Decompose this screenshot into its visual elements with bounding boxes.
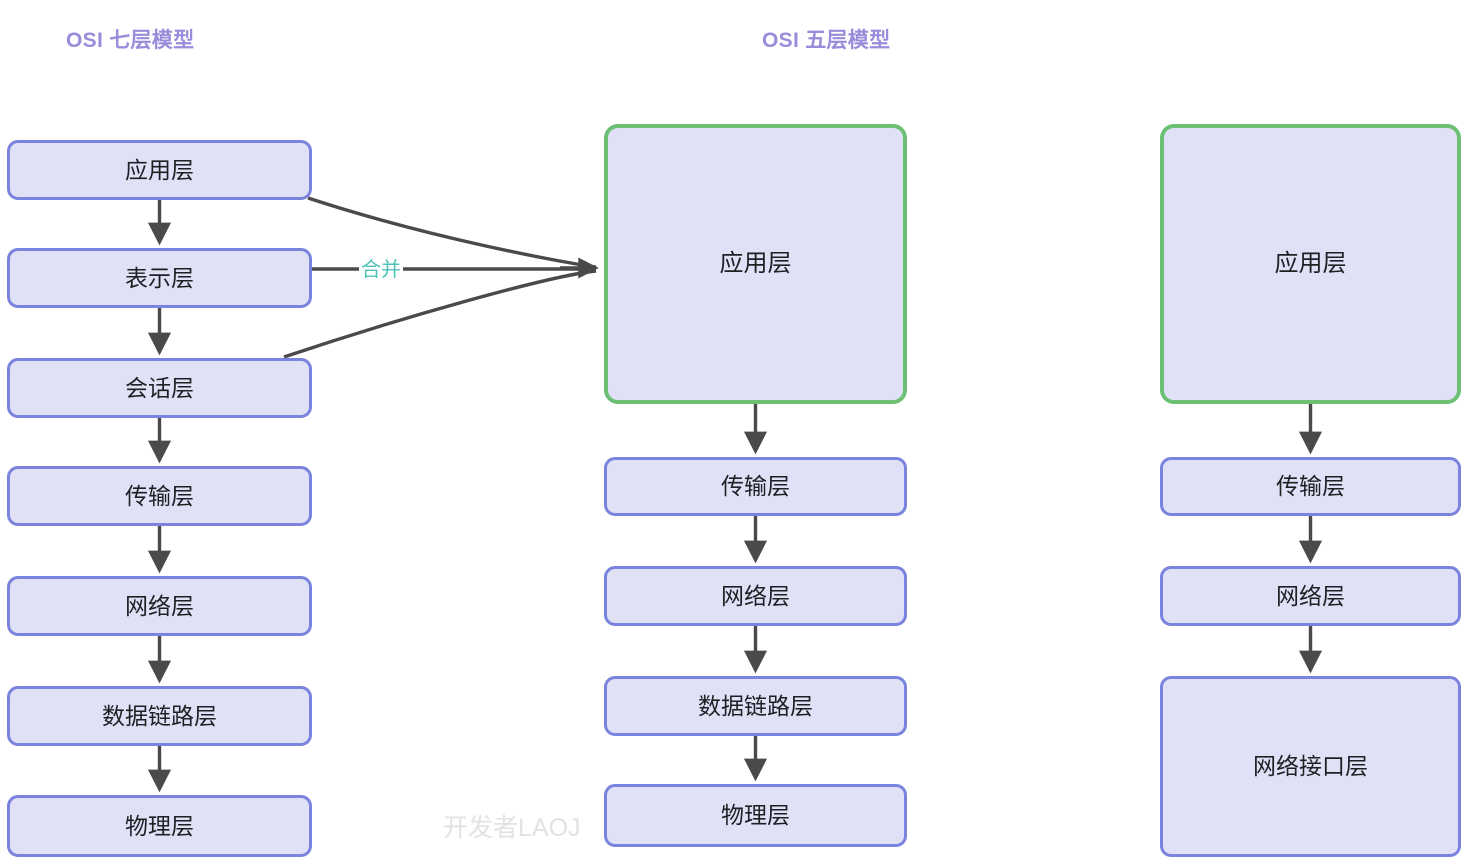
layer-label: 物理层 bbox=[721, 802, 790, 828]
merge-edge-session bbox=[283, 269, 597, 359]
layer-label: 网络层 bbox=[125, 592, 194, 619]
layer-label: 传输层 bbox=[1276, 473, 1345, 499]
layer-box-osi5-transport[interactable]: 传输层 bbox=[604, 457, 907, 516]
layer-box-osi7-transport[interactable]: 传输层 bbox=[7, 466, 312, 526]
layer-label: 网络接口层 bbox=[1253, 753, 1368, 779]
layer-box-tcpip-application[interactable]: 应用层 bbox=[1160, 124, 1461, 404]
layer-label: 应用层 bbox=[719, 250, 792, 277]
layer-box-osi5-physical[interactable]: 物理层 bbox=[604, 784, 907, 847]
layer-label: 物理层 bbox=[125, 812, 194, 839]
column-title-osi-five: OSI 五层模型 bbox=[762, 29, 891, 52]
layer-box-tcpip-network[interactable]: 网络层 bbox=[1160, 566, 1461, 626]
layer-box-osi7-datalink[interactable]: 数据链路层 bbox=[7, 686, 312, 746]
layer-label: 数据链路层 bbox=[698, 692, 813, 719]
layer-label: 应用层 bbox=[125, 156, 194, 183]
layer-label: 网络层 bbox=[1276, 582, 1345, 609]
layer-box-osi7-session[interactable]: 会话层 bbox=[7, 358, 312, 418]
layer-label: 会话层 bbox=[125, 374, 194, 401]
merge-edges bbox=[283, 196, 599, 359]
layer-box-tcpip-network-interface[interactable]: 网络接口层 bbox=[1160, 676, 1461, 857]
column-title-osi-seven: OSI 七层模型 bbox=[66, 29, 195, 52]
layer-box-osi5-application[interactable]: 应用层 bbox=[604, 124, 907, 404]
layer-label: 应用层 bbox=[1274, 250, 1347, 277]
layer-box-osi7-application[interactable]: 应用层 bbox=[7, 140, 312, 200]
layer-label: 网络层 bbox=[721, 582, 790, 609]
layer-label: 传输层 bbox=[125, 482, 194, 509]
merge-edge-application bbox=[307, 196, 597, 269]
layer-box-tcpip-transport[interactable]: 传输层 bbox=[1160, 457, 1461, 516]
layer-box-osi5-network[interactable]: 网络层 bbox=[604, 566, 907, 626]
layer-label: 传输层 bbox=[721, 473, 790, 499]
merge-edge-label: 合并 bbox=[359, 253, 403, 282]
layer-box-osi7-network[interactable]: 网络层 bbox=[7, 576, 312, 636]
watermark-text: 开发者LAOJ bbox=[443, 814, 581, 842]
layer-label: 数据链路层 bbox=[102, 702, 217, 729]
layer-box-osi5-datalink[interactable]: 数据链路层 bbox=[604, 676, 907, 736]
layer-box-osi7-physical[interactable]: 物理层 bbox=[7, 795, 312, 857]
layer-box-osi7-presentation[interactable]: 表示层 bbox=[7, 248, 312, 308]
layer-label: 表示层 bbox=[125, 264, 194, 291]
